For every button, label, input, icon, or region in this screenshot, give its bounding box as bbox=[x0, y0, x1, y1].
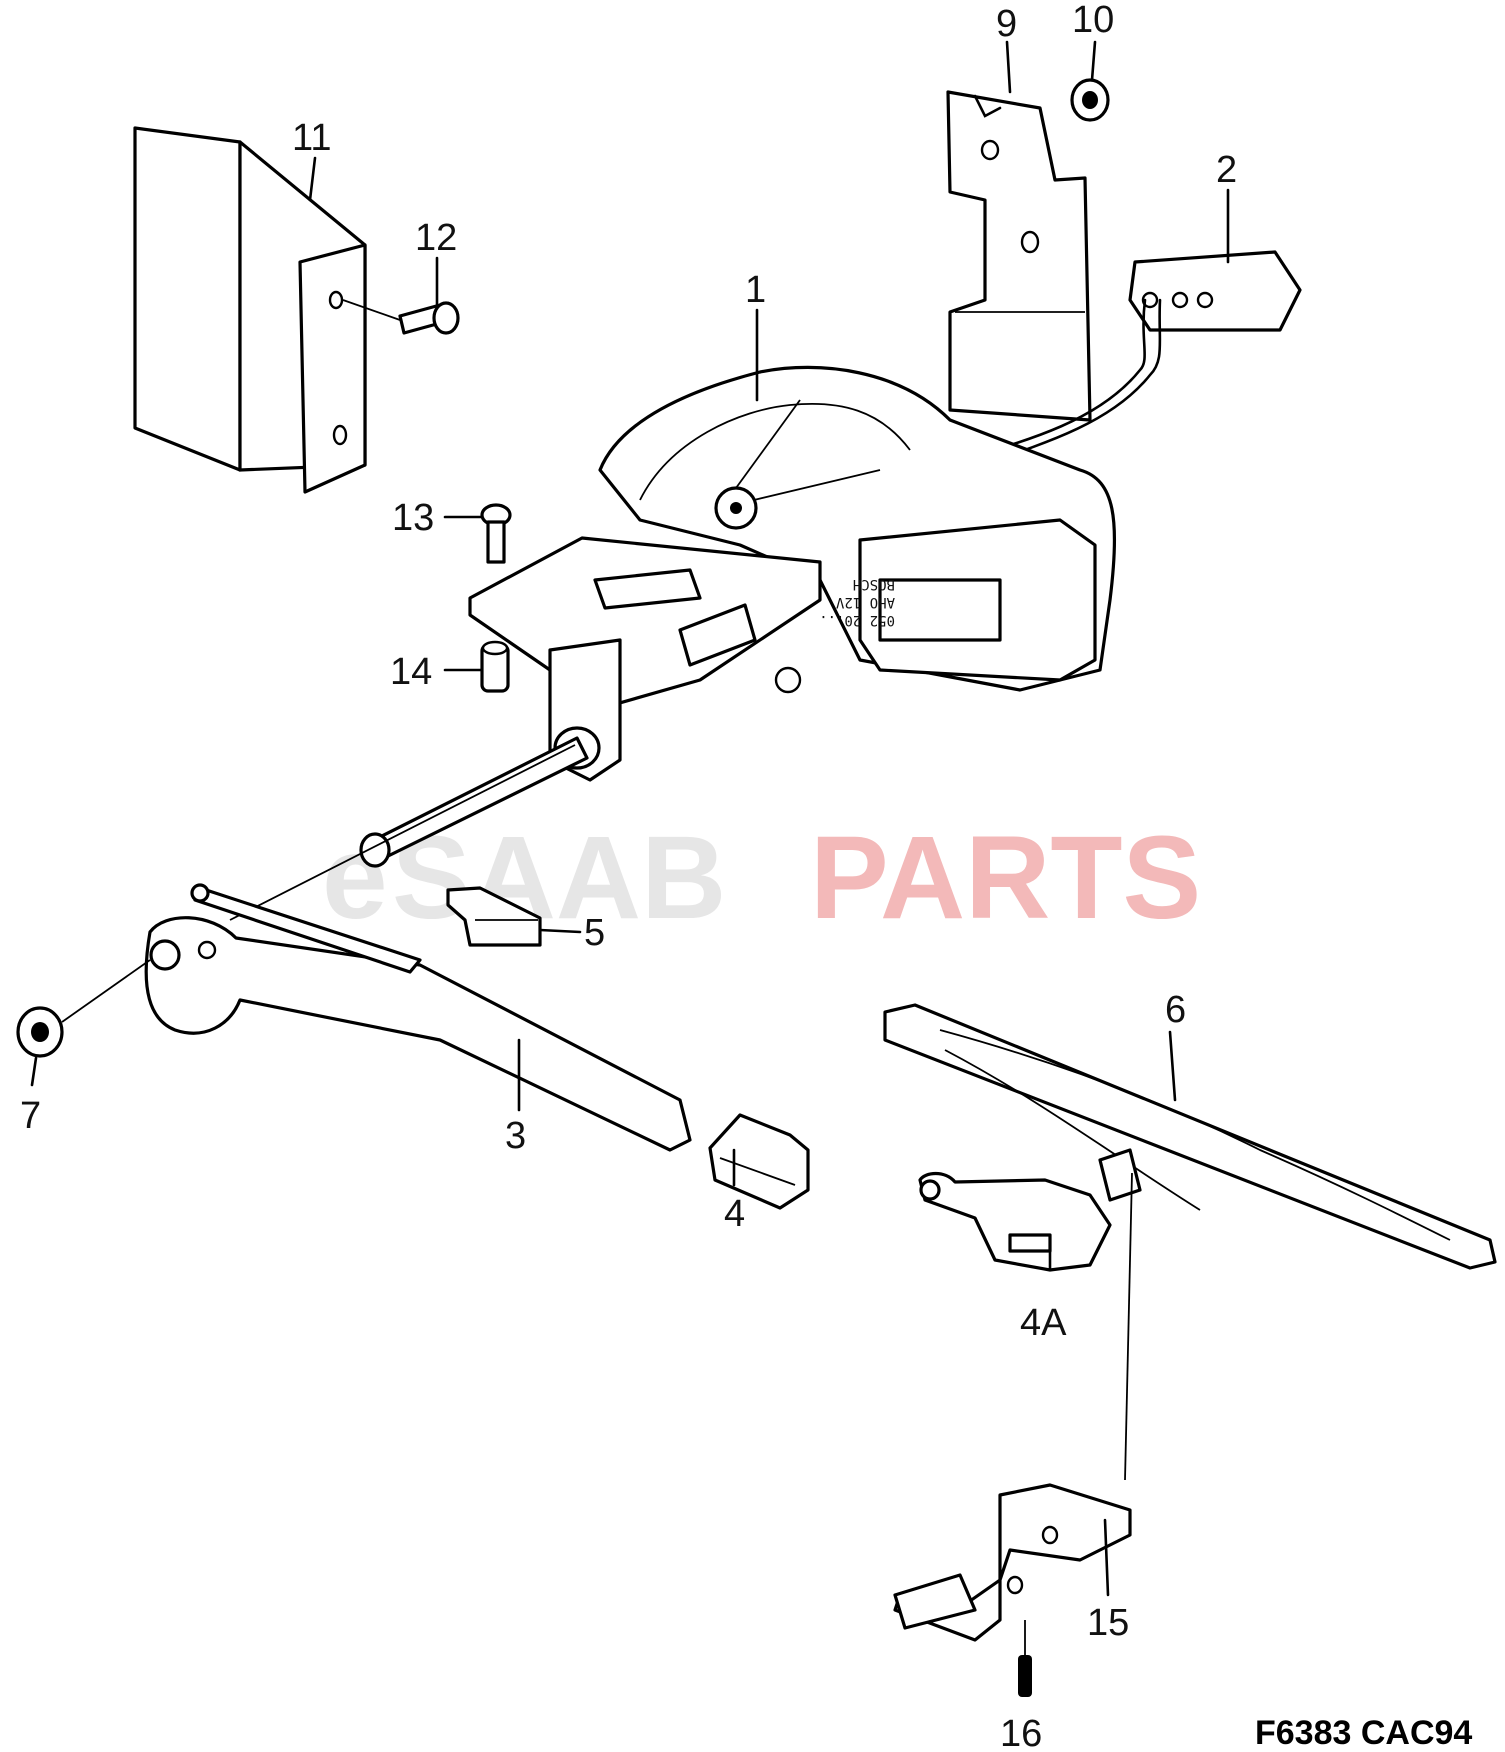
callout-4a: 4A bbox=[1020, 1302, 1067, 1344]
callout-11: 11 bbox=[292, 117, 331, 159]
part-5-clip bbox=[446, 886, 542, 947]
callout-7: 7 bbox=[20, 1095, 41, 1137]
part-16-screw bbox=[1018, 1620, 1032, 1697]
watermark-prefix: e bbox=[322, 812, 388, 944]
watermark: e SAAB PARTS bbox=[322, 812, 1201, 944]
leader-lines bbox=[30, 40, 1230, 1597]
part-3-wiper-arm bbox=[144, 883, 692, 1152]
callout-labels: 1 2 3 4 4A 5 6 7 9 10 11 12 13 14 15 16 bbox=[20, 0, 1237, 1752]
callout-5: 5 bbox=[584, 912, 605, 954]
callout-12: 12 bbox=[415, 217, 457, 259]
callout-9: 9 bbox=[996, 3, 1017, 45]
figure-code: F6383 CAC94 bbox=[1255, 1714, 1472, 1752]
callout-3: 3 bbox=[505, 1115, 526, 1157]
watermark-brand: SAAB bbox=[392, 812, 726, 944]
part-9-bracket bbox=[946, 90, 1092, 422]
callout-15: 15 bbox=[1087, 1602, 1129, 1644]
part-11-bracket bbox=[133, 126, 367, 494]
callout-10: 10 bbox=[1072, 0, 1114, 41]
part-2-connector bbox=[958, 250, 1302, 472]
callout-4: 4 bbox=[724, 1193, 745, 1235]
motor-brand-stamp: BOSCH bbox=[853, 576, 895, 592]
callout-16: 16 bbox=[1000, 1713, 1042, 1752]
part-6-wiper-blade bbox=[883, 1003, 1497, 1270]
callout-14: 14 bbox=[390, 651, 432, 693]
callout-6: 6 bbox=[1165, 989, 1186, 1031]
motor-spec-stamp: AHO 12V bbox=[835, 594, 895, 610]
callout-13: 13 bbox=[392, 497, 434, 539]
part-12-screw bbox=[342, 299, 460, 335]
motor-code-stamp: 052 20... bbox=[819, 612, 895, 628]
part-15-bracket bbox=[893, 1172, 1133, 1642]
callout-1: 1 bbox=[745, 269, 766, 311]
part-1-wiper-motor: BOSCH AHO 12V 052 20... bbox=[468, 365, 1117, 782]
callout-2: 2 bbox=[1216, 149, 1237, 191]
part-10-nut bbox=[1070, 78, 1110, 122]
part-4a-adapter bbox=[918, 1171, 1112, 1272]
part-14-spacer bbox=[480, 640, 510, 693]
watermark-suffix: PARTS bbox=[810, 812, 1201, 944]
part-13-bolt bbox=[480, 503, 512, 564]
drive-shaft bbox=[229, 736, 589, 921]
part-7-nut bbox=[16, 959, 151, 1058]
